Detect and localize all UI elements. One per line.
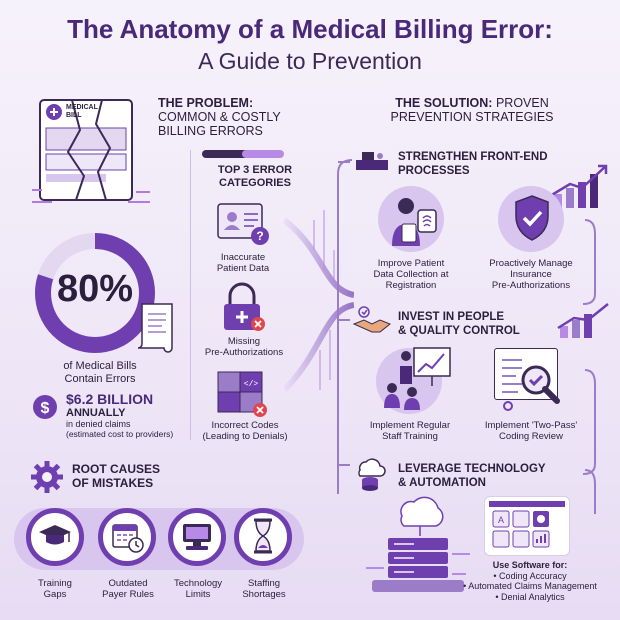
- bar-chart-icon: [556, 300, 612, 340]
- error-rate-value: 80%: [56, 268, 134, 310]
- category-item-3: Incorrect Codes (Leading to Denials): [202, 420, 288, 442]
- page-subtitle: A Guide to Prevention: [198, 48, 422, 74]
- category-item-1: Inaccurate Patient Data: [216, 252, 270, 274]
- software-heading: Use Software for:: [492, 560, 568, 570]
- svg-text:A: A: [498, 515, 504, 525]
- shield-check-icon: [515, 195, 549, 241]
- cost-period: ANNUALLY: [66, 407, 126, 419]
- category-accent-bar: [202, 150, 258, 158]
- strategy-2-action-1-label: Implement Regular Staff Training: [369, 420, 451, 442]
- root-cause-2: [92, 504, 162, 574]
- strategy-2-action-2-label: Implement 'Two-Pass' Coding Review: [484, 420, 578, 442]
- server-cloud-illustration: [366, 494, 470, 598]
- categories-heading: TOP 3 ERROR CATEGORIES: [217, 164, 293, 189]
- fingerprint-tablet-icon: [392, 198, 437, 246]
- strategy-1-action-2: [494, 186, 570, 256]
- error-rate-ring: 80%: [30, 228, 160, 358]
- hourglass-icon: [254, 518, 272, 554]
- handshake-icon: [352, 306, 392, 334]
- presentation-icon: [384, 347, 451, 410]
- solution-heading: THE SOLUTION: PROVEN PREVENTION STRATEGI…: [390, 96, 554, 124]
- svg-text:</>: </>: [244, 380, 259, 389]
- strategy-2-action-2: [494, 344, 572, 414]
- cost-stat: $6.2 BILLION ANNUALLY in denied claims (…: [66, 391, 196, 440]
- scroll-document-icon: [136, 300, 178, 356]
- strategy-1-title: STRENGTHEN FRONT-END PROCESSES: [398, 151, 548, 177]
- strategy-connector: [337, 159, 596, 514]
- svg-text:$: $: [41, 400, 50, 417]
- bill-label-2: BILL: [66, 112, 82, 119]
- flow-lines: [284, 210, 354, 393]
- root-cause-4: [228, 504, 298, 574]
- graduation-cap-icon: [39, 525, 71, 545]
- software-item-3: • Denial Analytics: [495, 591, 565, 602]
- svg-text:?: ?: [256, 229, 263, 243]
- strategy-3-title: LEVERAGE TECHNOLOGY & AUTOMATION: [398, 463, 546, 489]
- cloud-database-icon: [352, 456, 388, 492]
- software-uses: Use Software for: • Coding Accuracy • Au…: [456, 560, 604, 602]
- strategy-2-title: INVEST IN PEOPLE & QUALITY CONTROL: [398, 311, 520, 337]
- root-cause-3: [162, 504, 232, 574]
- bill-label-1: MEDICAL: [66, 104, 98, 111]
- root-cause-label-4: Staffing Shortages: [242, 578, 286, 600]
- code-puzzle-icon: </>: [214, 368, 270, 418]
- strategy-1-action-1-label: Improve Patient Data Collection at Regis…: [373, 258, 449, 291]
- category-item-2: Missing Pre-Authorizations: [204, 336, 284, 358]
- root-cause-label-3: Technology Limits: [173, 578, 223, 600]
- magnifier-review-icon: [502, 359, 560, 411]
- strategy-2-action-1: [372, 344, 456, 414]
- software-dashboard-panel: A: [484, 496, 570, 556]
- calendar-clock-icon: [112, 524, 144, 553]
- software-item-1: • Coding Accuracy: [493, 570, 567, 581]
- page-title: The Anatomy of a Medical Billing Error:: [67, 14, 553, 44]
- cost-caption-2: (estimated cost to providers): [66, 429, 174, 439]
- error-rate-caption: of Medical Bills Contain Errors: [63, 360, 137, 385]
- error-rate-arc: [35, 233, 155, 353]
- strategy-1-action-1: [374, 186, 450, 256]
- patient-id-card-icon: ?: [216, 200, 270, 248]
- software-dashboard-icon: A: [489, 501, 565, 548]
- lock-medical-icon: [218, 282, 268, 334]
- computer-icon: [183, 524, 211, 550]
- root-cause-label-2: Outdated Payer Rules: [102, 578, 154, 600]
- root-causes-heading: ROOT CAUSES OF MISTAKES: [72, 462, 161, 490]
- cost-amount: $6.2 BILLION: [66, 391, 154, 407]
- front-desk-icon: [354, 150, 390, 172]
- section-divider: [190, 150, 191, 440]
- cost-caption-1: in denied claims: [66, 419, 131, 429]
- dollar-coin-icon: $: [32, 394, 58, 420]
- torn-bill-illustration: MEDICAL BILL: [32, 90, 150, 210]
- problem-heading: THE PROBLEM: COMMON & COSTLY BILLING ERR…: [158, 96, 281, 138]
- software-item-2: • Automated Claims Management: [463, 581, 597, 591]
- root-cause-label-1: Training Gaps: [38, 578, 72, 600]
- strategy-1-action-2-label: Proactively Manage Insurance Pre-Authori…: [489, 258, 573, 291]
- medical-bill-icon: [32, 99, 150, 203]
- gear-icon: [30, 460, 64, 494]
- root-cause-1: [20, 504, 90, 574]
